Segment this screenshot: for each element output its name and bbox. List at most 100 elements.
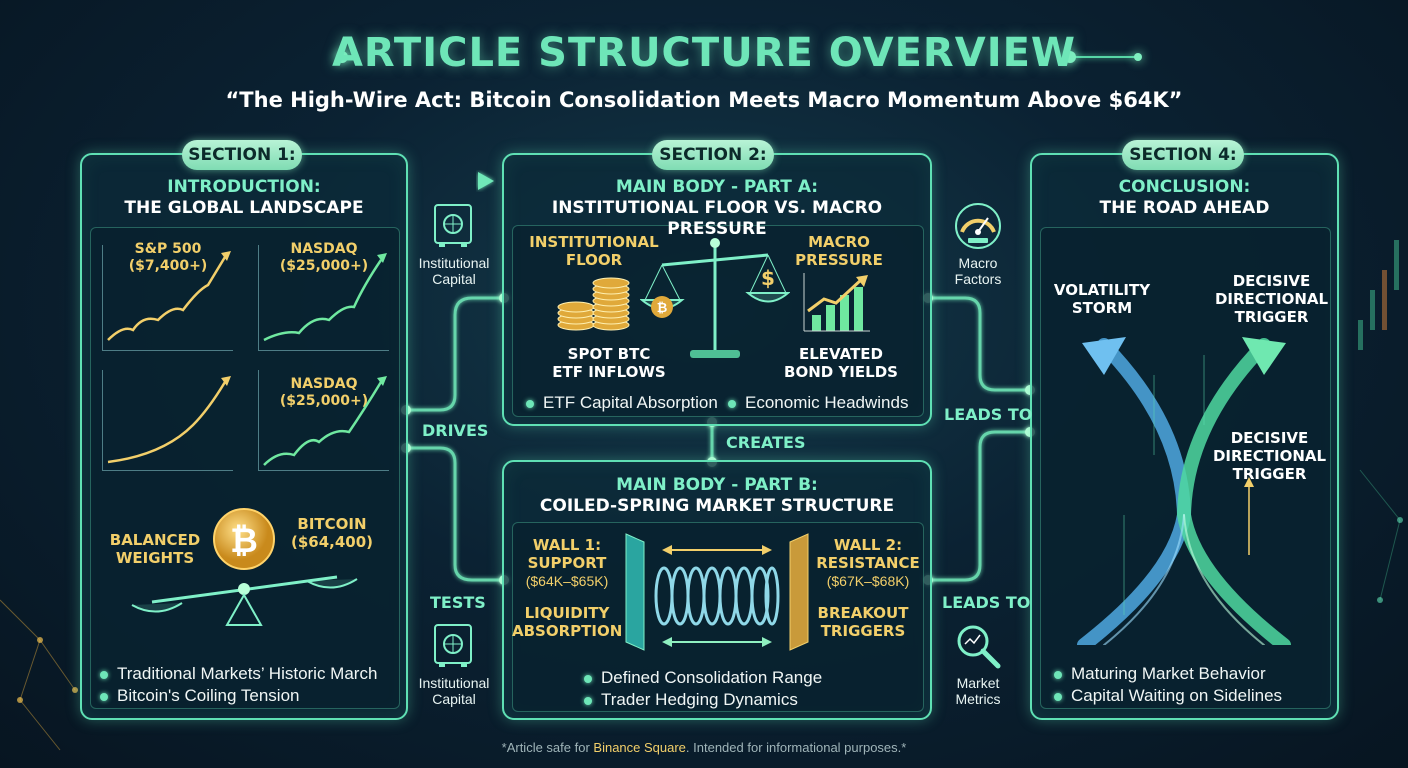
yields-l2: BOND YIELDS [784, 363, 898, 381]
balanced-weights-label: BALANCED WEIGHTS [100, 531, 210, 567]
coin-stack-icon [557, 277, 630, 331]
macro-l2: Factors [954, 271, 1002, 287]
section-2-pill: SECTION 2: [652, 140, 774, 170]
footer-highlight: Binance Square [593, 740, 686, 755]
metrics-l1: Market [956, 675, 1000, 691]
section-1-bullet-2: Bitcoin's Coiling Tension [100, 686, 299, 706]
vol-l1: VOLATILITY [1053, 281, 1151, 299]
trig1-l2: DIRECTIONAL [1214, 290, 1329, 308]
section-2-title: MAIN BODY - PART A: INSTITUTIONAL FLOOR … [504, 177, 930, 240]
diverging-arrows-icon [1077, 337, 1291, 645]
institutional-capital-1-label: Institutional Capital [408, 255, 500, 287]
section-1-title: INTRODUCTION: THE GLOBAL LANDSCAPE [82, 177, 406, 219]
break-l2: TRIGGERS [820, 622, 906, 640]
section-1-title-line2: THE GLOBAL LANDSCAPE [124, 198, 364, 218]
section-3-bullet-2: Trader Hedging Dynamics [584, 690, 798, 710]
inst-cap-1-l1: Institutional [418, 255, 490, 271]
section-1-pill: SECTION 1: [182, 140, 302, 170]
magnifier-icon [957, 625, 1001, 669]
section-1-panel: INTRODUCTION: THE GLOBAL LANDSCAPE S&P 5… [80, 153, 408, 720]
section-4-pill: SECTION 4: [1122, 140, 1244, 170]
wall1-l1: WALL 1: [532, 536, 602, 554]
wall1-l3: ($64K–$65K) [525, 573, 609, 589]
etf-l1: SPOT BTC [567, 345, 651, 363]
footer-note: *Article safe for Binance Square. Intend… [0, 740, 1408, 755]
etf-inflows-label: SPOT BTC ETF INFLOWS [534, 345, 684, 381]
connector-drives: DRIVES [422, 421, 489, 440]
yields-l1: ELEVATED [798, 345, 884, 363]
wall-1-label: WALL 1: SUPPORT ($64K–$65K) [512, 536, 622, 590]
chart-nasdaq-1-value: ($25,000+) [279, 258, 369, 274]
bar-chart-icon [803, 273, 870, 332]
connector-creates: CREATES [726, 433, 806, 452]
section-2-bullet-2: Economic Headwinds [728, 393, 908, 413]
pressure-l1: MACRO [808, 233, 870, 251]
liquidity-absorption-label: LIQUIDITY ABSORPTION [512, 604, 622, 640]
decisive-trigger-2-label: DECISIVE DIRECTIONAL TRIGGER [1207, 429, 1332, 483]
trig2-l1: DECISIVE [1230, 429, 1309, 447]
section-4-panel: CONCLUSION: THE ROAD AHEAD VOLATILITY ST… [1030, 153, 1339, 720]
section-4-bullet-2: Capital Waiting on Sidelines [1054, 686, 1282, 706]
section-3-title-line1: MAIN BODY - PART B: [616, 475, 818, 495]
decisive-trigger-1-label: DECISIVE DIRECTIONAL TRIGGER [1204, 272, 1339, 326]
spring-icon [625, 533, 809, 651]
trig2-l3: TRIGGER [1232, 465, 1307, 483]
etf-l2: ETF INFLOWS [552, 363, 666, 381]
liq-l2: ABSORPTION [512, 622, 623, 640]
section-2-title-line1: MAIN BODY - PART A: [615, 177, 819, 197]
balance-scale-icon: ₿ $ [640, 238, 790, 358]
floor-l2: FLOOR [565, 251, 623, 269]
floor-l1: INSTITUTIONAL [529, 233, 659, 251]
section-4-bullet-1: Maturing Market Behavior [1054, 664, 1266, 684]
chart-nasdaq-2: NASDAQ ($25,000+) [258, 370, 389, 471]
trig2-l2: DIRECTIONAL [1212, 447, 1327, 465]
connector-leads-to-2: LEADS TO [942, 593, 1031, 612]
macro-factors-label: Macro Factors [938, 255, 1018, 287]
section-1-bullet-2-text: Bitcoin's Coiling Tension [117, 686, 300, 705]
title-dot-left [336, 51, 348, 63]
section-2-bullet-1: ETF Capital Absorption [526, 393, 718, 413]
chart-growth [102, 370, 233, 471]
inst-cap-2-l1: Institutional [418, 675, 490, 691]
growth-line [107, 376, 231, 464]
macro-pressure-label: MACRO PRESSURE [784, 233, 894, 269]
vault-icon [434, 624, 472, 667]
pressure-l2: PRESSURE [795, 251, 883, 269]
macro-l1: Macro [958, 255, 998, 271]
bitcoin-label-l2: ($64,400) [290, 533, 374, 551]
chart-nasdaq-1-label: NASDAQ [290, 241, 358, 257]
section-2-panel: MAIN BODY - PART A: INSTITUTIONAL FLOOR … [502, 153, 932, 426]
wall2-l1: WALL 2: [833, 536, 903, 554]
wall2-l2: RESISTANCE [816, 554, 920, 572]
section-3-title-line2: COILED-SPRING MARKET STRUCTURE [539, 496, 895, 516]
section-3-panel: MAIN BODY - PART B: COILED-SPRING MARKET… [502, 460, 932, 720]
section-3-bullet-1-text: Defined Consolidation Range [601, 668, 823, 687]
title-dot-right-end [1134, 53, 1142, 61]
liq-l1: LIQUIDITY [524, 604, 610, 622]
footer-text-post: . Intended for informational purposes.* [685, 740, 907, 755]
section-2-bullet-2-text: Economic Headwinds [745, 393, 909, 412]
section-3-bullet-1: Defined Consolidation Range [584, 668, 822, 688]
wall1-l2: SUPPORT [527, 554, 607, 572]
trig1-l3: TRIGGER [1234, 308, 1309, 326]
section-1-bullet-1-text: Traditional Markets’ Historic March [117, 664, 378, 683]
section-1-bullet-1: Traditional Markets’ Historic March [100, 664, 377, 684]
section-3-bullet-2-text: Trader Hedging Dynamics [601, 690, 798, 709]
connector-tests: TESTS [430, 593, 486, 612]
svg-text:$: $ [761, 266, 775, 290]
metrics-l2: Metrics [955, 691, 1001, 707]
inst-cap-1-l2: Capital [432, 271, 476, 287]
gauge-icon [955, 203, 1001, 249]
page-subtitle: “The High-Wire Act: Bitcoin Consolidatio… [225, 88, 1183, 112]
page-title: ARTICLE STRUCTURE OVERVIEW [331, 30, 1077, 76]
chart-nasdaq-2-value: ($25,000+) [279, 393, 369, 409]
bond-yields-label: ELEVATED BOND YIELDS [766, 345, 916, 381]
vol-l2: STORM [1071, 299, 1133, 317]
vault-icon [434, 204, 472, 247]
wall2-l3: ($67K–$68K) [826, 573, 910, 589]
bitcoin-label-l1: BITCOIN [297, 515, 367, 533]
market-metrics-label: Market Metrics [938, 675, 1018, 707]
nasdaq-1-line [263, 253, 387, 342]
balanced-label-l2: WEIGHTS [115, 549, 195, 567]
institutional-capital-2-label: Institutional Capital [408, 675, 500, 707]
